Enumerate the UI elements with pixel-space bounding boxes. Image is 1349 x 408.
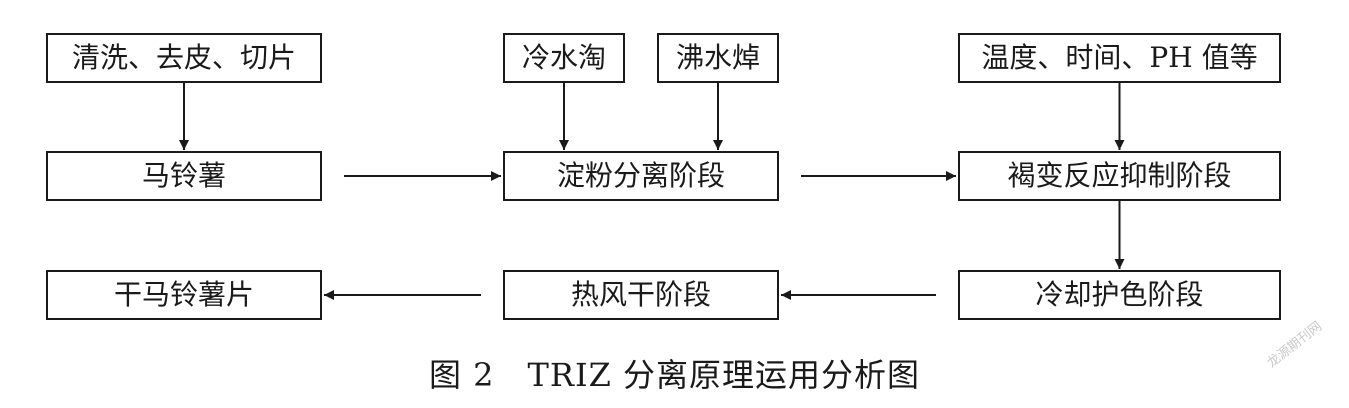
node-temperature-time-ph: 温度、时间、PH 值等 bbox=[958, 33, 1281, 83]
node-boiling-blanch: 沸水焯 bbox=[657, 33, 779, 83]
node-starch-separation-stage: 淀粉分离阶段 bbox=[503, 151, 779, 201]
node-browning-inhibition-stage: 褐变反应抑制阶段 bbox=[958, 151, 1281, 201]
node-wash-peel-slice: 清洗、去皮、切片 bbox=[46, 33, 322, 83]
node-cold-water-rinse: 冷水淘 bbox=[503, 33, 625, 83]
node-hot-air-drying-stage: 热风干阶段 bbox=[503, 270, 779, 320]
node-potato: 马铃薯 bbox=[46, 151, 322, 201]
node-dried-potato-chips: 干马铃薯片 bbox=[46, 270, 322, 320]
node-cooling-color-protection-stage: 冷却护色阶段 bbox=[958, 270, 1281, 320]
figure-caption: 图 2 TRIZ 分离原理运用分析图 bbox=[428, 356, 921, 394]
